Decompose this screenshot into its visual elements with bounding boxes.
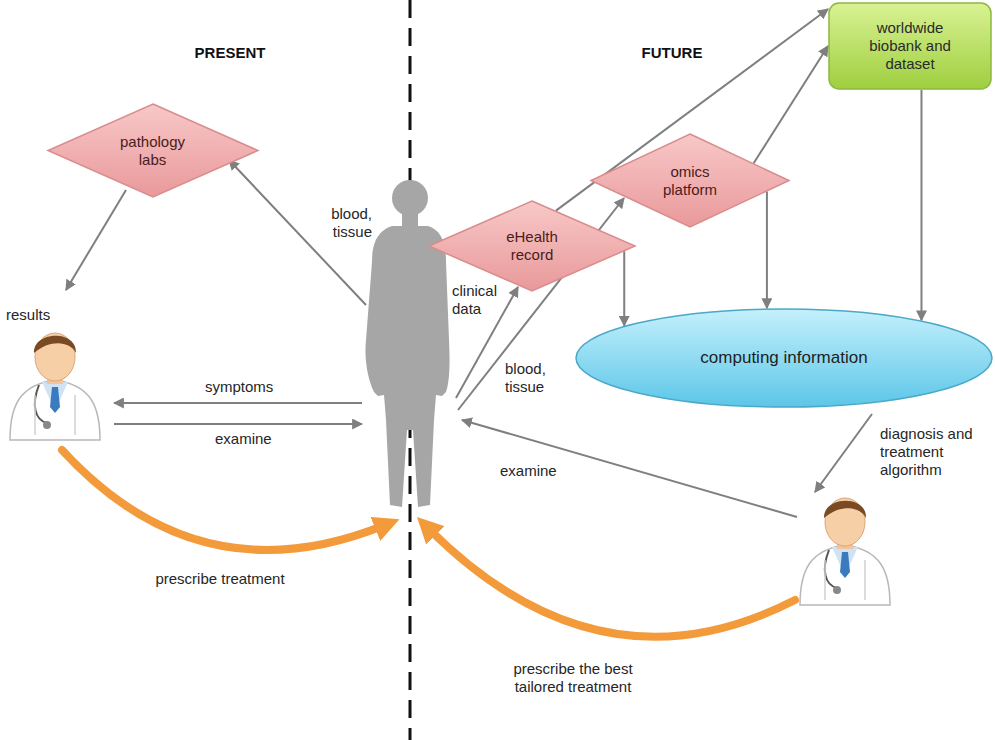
arrow-label: examine — [500, 462, 580, 480]
data-flow-arrow — [754, 46, 828, 163]
arrow-label: prescribe the best tailored treatment — [498, 660, 648, 696]
data-flow-arrow — [623, 251, 625, 326]
arrow-label: examine — [215, 430, 295, 448]
section-heading: FUTURE — [612, 44, 732, 62]
data-flow-arrow — [920, 90, 922, 320]
doctor-figure — [800, 498, 890, 605]
record-diamond: eHealth record — [428, 200, 636, 292]
patient-silhouette — [365, 180, 449, 507]
platform-diamond: omics platform — [590, 133, 790, 228]
computing-ellipse: computing information — [575, 308, 993, 408]
arrow-label: blood, tissue — [505, 360, 559, 396]
arrow-label: prescribe treatment — [130, 570, 310, 588]
arrow-label: clinical data — [452, 282, 510, 318]
node-label: eHealth record — [492, 228, 572, 264]
node-label: omics platform — [650, 163, 730, 199]
node-label: computing information — [700, 348, 867, 368]
biobank-box: worldwide biobank and dataset — [828, 2, 992, 90]
section-heading: PRESENT — [170, 44, 290, 62]
data-flow-arrow — [766, 191, 768, 308]
flow-arrow — [462, 420, 797, 517]
flow-arrow — [66, 190, 126, 290]
flow-arrow — [114, 423, 362, 425]
arrow-label: diagnosis and treatment algorithm — [880, 425, 984, 479]
node-label: pathology labs — [108, 133, 198, 169]
arrow-label: symptoms — [205, 378, 295, 396]
treatment-arrow — [428, 528, 795, 637]
flow-arrow — [815, 414, 872, 492]
treatment-arrow — [62, 450, 385, 550]
doctor-figure — [10, 333, 100, 440]
arrow-label: results — [6, 306, 66, 324]
lab-diamond: pathology labs — [47, 103, 259, 198]
arrow-label: blood, tissue — [318, 205, 372, 241]
flow-arrow — [114, 402, 362, 404]
node-label: worldwide biobank and dataset — [860, 19, 960, 73]
